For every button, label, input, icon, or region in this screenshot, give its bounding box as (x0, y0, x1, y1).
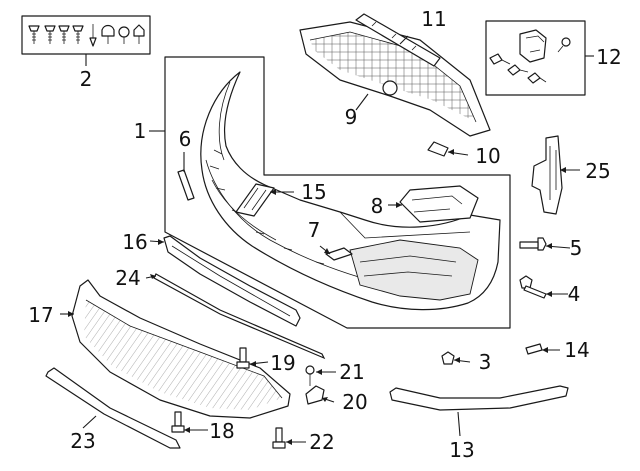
part-13-trim (389, 385, 569, 411)
part-16-strip (163, 235, 301, 327)
callout-20: 20 (342, 390, 367, 414)
part-8-bracket (399, 185, 479, 223)
callout-9: 9 (345, 105, 358, 129)
callout-21: 21 (339, 360, 364, 384)
callout-19: 19 (270, 351, 295, 375)
bumper-assembly-box (164, 56, 511, 329)
fastener-3 (441, 351, 455, 365)
callout-14: 14 (564, 338, 589, 362)
part-7-cover (325, 247, 353, 261)
part-23-strip (45, 367, 181, 449)
callout-22: 22 (309, 430, 334, 454)
fastener-19 (236, 347, 250, 369)
callout-11: 11 (421, 7, 446, 31)
callout-10: 10 (475, 144, 500, 168)
callout-13: 13 (449, 438, 474, 462)
skid-plate (71, 279, 291, 419)
callout-7: 7 (308, 218, 321, 242)
callout-16: 16 (122, 230, 147, 254)
hardware-kit-box (21, 15, 151, 66)
callout-4: 4 (568, 282, 581, 306)
clips-kit-box (485, 20, 594, 96)
callout-5: 5 (570, 236, 583, 260)
callout-labels: 1 2 3 4 5 6 7 8 9 10 11 12 13 14 15 16 1… (28, 7, 621, 462)
part-24-trim (153, 273, 326, 360)
callout-17: 17 (28, 303, 53, 327)
callout-8: 8 (371, 194, 384, 218)
callout-18: 18 (209, 419, 234, 443)
callout-3: 3 (479, 350, 492, 374)
part-6-bracket (177, 169, 195, 201)
fastener-20 (305, 385, 325, 405)
part-11-bar (355, 13, 441, 67)
leader-arrowheads (68, 149, 566, 445)
callout-25: 25 (585, 159, 610, 183)
callout-24: 24 (115, 266, 140, 290)
part-10-clip (427, 141, 449, 157)
callout-2: 2 (80, 67, 93, 91)
part-25-bracket (531, 135, 563, 215)
fastener-21 (305, 365, 315, 386)
fastener-18 (171, 411, 185, 433)
fastener-14 (525, 343, 543, 355)
callout-6: 6 (179, 127, 192, 151)
callout-15: 15 (301, 180, 326, 204)
fastener-22 (272, 427, 286, 449)
part-15-trim (235, 183, 275, 217)
callout-1: 1 (134, 119, 147, 143)
fastener-5 (519, 237, 547, 251)
callout-23: 23 (70, 429, 95, 453)
fastener-4 (519, 275, 547, 299)
callout-12: 12 (596, 45, 621, 69)
